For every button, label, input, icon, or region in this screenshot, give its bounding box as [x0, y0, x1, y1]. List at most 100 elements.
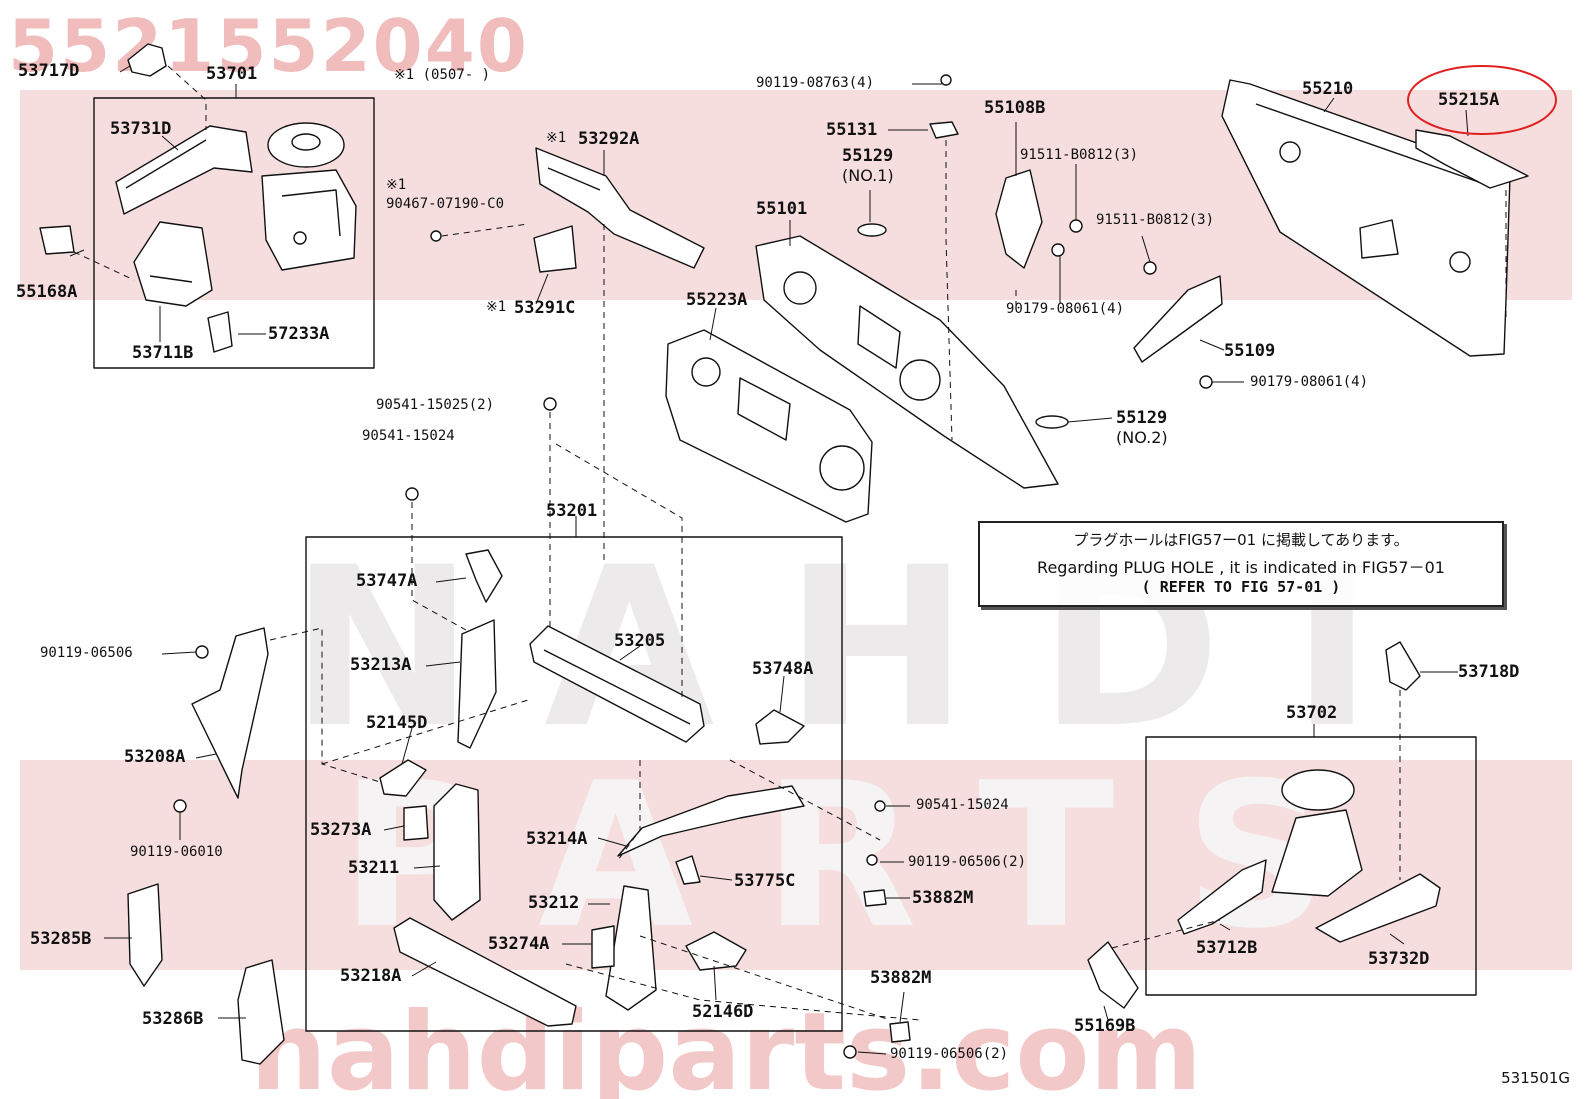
label-90119-06506-mid[interactable]: 90119-06506(2) — [908, 854, 1027, 870]
bracket-53748A-shape — [755, 709, 805, 745]
bracket-53775C-shape — [675, 855, 701, 885]
bracket-55169B-shape — [1087, 941, 1139, 1009]
bracket-55168A-shape — [39, 225, 75, 255]
bracket-53747A-shape — [465, 549, 503, 603]
figure-code: 531501G — [1501, 1069, 1570, 1087]
highlight-ring-55215A — [1407, 65, 1557, 135]
label-53775C[interactable]: 53775C — [734, 871, 796, 891]
strut-tower-shape — [261, 169, 357, 271]
group-box-53702 — [1145, 736, 1477, 996]
label-55101[interactable]: 55101 — [756, 199, 808, 219]
label-53273A[interactable]: 53273A — [310, 820, 372, 840]
note-reference: ( REFER TO FIG 57-01 ) — [1141, 578, 1341, 596]
plug-hole-note: プラグホールはFIG57ー01 に掲載してあります。 Regarding PLU… — [978, 521, 1504, 607]
bracket-55109-shape — [1133, 275, 1223, 363]
label-53748A[interactable]: 53748A — [752, 659, 814, 679]
label-55210[interactable]: 55210 — [1302, 79, 1354, 99]
bracket-53882M-a-shape — [863, 889, 887, 907]
label-90541-15025[interactable]: 90541-15025(2) — [376, 397, 495, 413]
label-53291C[interactable]: 53291C — [514, 298, 576, 318]
label-90119-08763[interactable]: 90119-08763(4) — [756, 75, 875, 91]
label-90179-08061-lower[interactable]: 90179-08061(4) — [1250, 374, 1369, 390]
bracket-53213A-shape — [457, 619, 497, 749]
assembly-dashed-lines — [73, 65, 1507, 1021]
label-55223A[interactable]: 55223A — [686, 290, 748, 310]
bracket-57233A-shape — [207, 311, 233, 353]
note-english: Regarding PLUG HOLE , it is indicated in… — [1037, 558, 1445, 577]
bracket-52145D-shape — [379, 759, 427, 797]
strut-top-53702-shape — [1281, 769, 1355, 811]
label-53712B[interactable]: 53712B — [1196, 938, 1258, 958]
label-53201[interactable]: 53201 — [546, 501, 598, 521]
label-52146D[interactable]: 52146D — [692, 1002, 754, 1022]
label-mark-53292A: ※1 — [546, 130, 567, 146]
label-52145D[interactable]: 52145D — [366, 713, 428, 733]
label-53732D[interactable]: 53732D — [1368, 949, 1430, 969]
label-53711B[interactable]: 53711B — [132, 343, 194, 363]
label-53211[interactable]: 53211 — [348, 858, 400, 878]
label-90467-07190-C0[interactable]: 90467-07190-C0 — [386, 196, 505, 212]
group-box-53201 — [305, 536, 843, 1032]
strut-tower-53702-shape — [1271, 809, 1363, 897]
label-53213A[interactable]: 53213A — [350, 655, 412, 675]
label-53718D[interactable]: 53718D — [1458, 662, 1520, 682]
label-53274A[interactable]: 53274A — [488, 934, 550, 954]
label-55129-no1-qualifier: (NO.1) — [842, 166, 894, 185]
bracket-53717D-shape — [127, 43, 167, 77]
label-53882M-upper[interactable]: 53882M — [912, 888, 974, 908]
label-note-0507: ※1 (0507- ) — [394, 67, 491, 83]
bracket-53291C-shape — [533, 225, 577, 273]
support-53208A-shape — [191, 627, 269, 799]
label-90119-06010[interactable]: 90119-06010 — [130, 844, 223, 860]
plug-55129-no2-shape — [1035, 415, 1069, 429]
bracket-52146D-shape — [685, 931, 747, 971]
label-90179-08061-upper[interactable]: 90179-08061(4) — [1006, 301, 1125, 317]
label-53205[interactable]: 53205 — [614, 631, 666, 651]
label-90119-06506-left[interactable]: 90119-06506 — [40, 645, 133, 661]
bracket-53285B-shape — [127, 883, 163, 987]
label-91511-B0812-upper[interactable]: 91511-B0812(3) — [1020, 147, 1139, 163]
rail-53731D-shape — [115, 125, 253, 215]
wheelhouse-53711B-shape — [133, 221, 213, 307]
label-53218A[interactable]: 53218A — [340, 966, 402, 986]
label-53747A[interactable]: 53747A — [356, 571, 418, 591]
strut-top-shape — [267, 122, 345, 168]
label-53292A[interactable]: 53292A — [578, 129, 640, 149]
bracket-53273A-shape — [403, 805, 429, 841]
label-53208A[interactable]: 53208A — [124, 747, 186, 767]
label-mark-90467: ※1 — [386, 177, 407, 193]
label-53285B[interactable]: 53285B — [30, 929, 92, 949]
label-53214A[interactable]: 53214A — [526, 829, 588, 849]
bracket-55108B-shape — [995, 169, 1043, 269]
label-90541-15024-lower[interactable]: 90541-15024 — [916, 797, 1009, 813]
label-90541-15024-upper[interactable]: 90541-15024 — [362, 428, 455, 444]
label-55108B[interactable]: 55108B — [984, 98, 1046, 118]
label-55129-no2[interactable]: 55129 — [1116, 408, 1168, 428]
grommet-90541-15024-shape — [405, 487, 419, 501]
label-53882M-lower[interactable]: 53882M — [870, 968, 932, 988]
label-53286B[interactable]: 53286B — [142, 1009, 204, 1029]
label-91511-B0812-lower[interactable]: 91511-B0812(3) — [1096, 212, 1215, 228]
label-55129-no1[interactable]: 55129 — [842, 146, 894, 166]
leader-lines — [69, 65, 1469, 1055]
label-53701[interactable]: 53701 — [206, 64, 258, 84]
label-53717D[interactable]: 53717D — [18, 61, 80, 81]
label-55129-no2-qualifier: (NO.2) — [1116, 428, 1168, 447]
label-53731D[interactable]: 53731D — [110, 119, 172, 139]
label-57233A[interactable]: 57233A — [268, 324, 330, 344]
label-53702[interactable]: 53702 — [1286, 703, 1338, 723]
panel-55215A-shape — [1415, 129, 1529, 189]
label-55109[interactable]: 55109 — [1224, 341, 1276, 361]
label-55169B[interactable]: 55169B — [1074, 1016, 1136, 1036]
label-90119-06506-bottom[interactable]: 90119-06506(2) — [890, 1046, 1009, 1062]
member-53214A-shape — [617, 785, 805, 857]
label-55215A[interactable]: 55215A — [1438, 90, 1500, 110]
support-53211-shape — [433, 783, 481, 921]
bracket-53286B-shape — [237, 959, 285, 1065]
watermark-website: nahdiparts.com — [250, 990, 1203, 1099]
label-55168A[interactable]: 55168A — [16, 282, 78, 302]
label-55131[interactable]: 55131 — [826, 120, 878, 140]
label-53212[interactable]: 53212 — [528, 893, 580, 913]
